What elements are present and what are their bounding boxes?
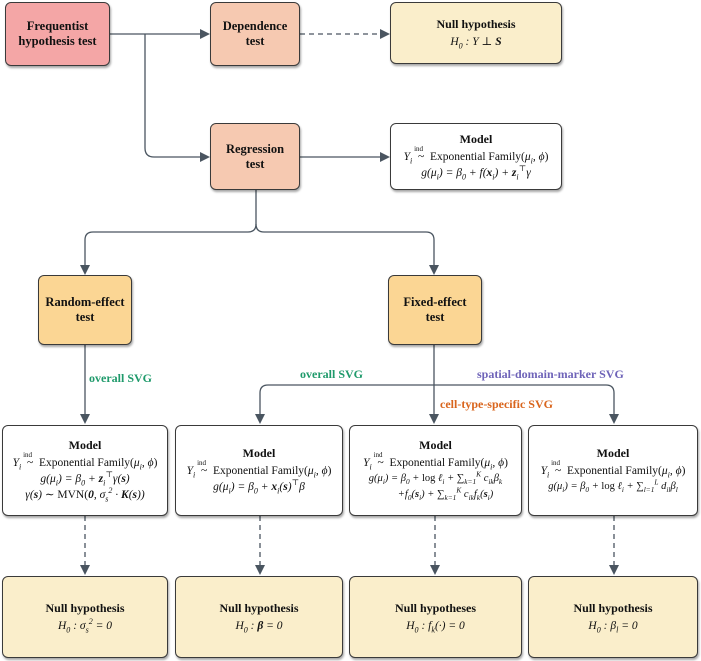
- edge-regression-split: [80, 190, 257, 275]
- regression-test-label: Regression test: [225, 141, 285, 171]
- model-random-overall-box: Model Yi ind~ Exponential Family(μi, ϕ) …: [2, 425, 168, 516]
- model-fixed-overall-title: Model: [242, 446, 276, 460]
- null-spatial-domain-title: Null hypothesis: [573, 600, 653, 615]
- null-spatial-domain-box: Null hypothesis H0 : βl = 0: [528, 576, 698, 658]
- model-cell-type-box: Model Yi ind~ Exponential Family(μi, ϕ) …: [349, 425, 522, 516]
- null-fixed-overall-formula: H0 : β = 0: [235, 619, 283, 634]
- null-cell-type-box: Null hypotheses H0 : fk(·) = 0: [349, 576, 522, 658]
- edge-label-cell-type-specific: cell-type-specific SVG: [440, 397, 553, 411]
- model-top-box: Model Yi ind~ Exponential Family(μi, ϕ) …: [390, 123, 562, 190]
- null-hypothesis-top-title: Null hypothesis: [436, 16, 516, 31]
- model-spatial-domain-line1: Yi ind~ Exponential Family(μi, ϕ): [540, 459, 686, 480]
- null-hypothesis-top-box: Null hypothesis H0 : Y ⊥ S: [390, 2, 562, 64]
- model-random-overall-title: Model: [68, 438, 102, 452]
- null-random-overall-formula: H0 : σs2 = 0: [57, 616, 113, 634]
- model-cell-type-line2: g(μi) = β0 + log ℓi + ∑k=1K cikβk: [368, 469, 503, 487]
- model-random-overall-line1: Yi ind~ Exponential Family(μi, ϕ): [12, 451, 158, 472]
- model-cell-type-line3: +f0(si) + ∑k=1K cikfk(si): [397, 485, 494, 503]
- model-spatial-domain-box: Model Yi ind~ Exponential Family(μi, ϕ) …: [528, 425, 698, 516]
- null-cell-type-formula: H0 : fk(·) = 0: [406, 619, 465, 634]
- null-hypothesis-top-formula: H0 : Y ⊥ S: [450, 35, 502, 50]
- edge-label-random-overall: overall SVG: [89, 371, 152, 385]
- model-fixed-overall-box: Model Yi ind~ Exponential Family(μi, ϕ) …: [175, 425, 343, 516]
- model-random-overall-line3: γ(s) ∼ MVN(0, σs2 · K(s)): [25, 486, 145, 504]
- fixed-effect-test-box: Fixed-effect test: [388, 275, 482, 345]
- null-cell-type-title: Null hypotheses: [394, 600, 477, 615]
- null-fixed-overall-box: Null hypothesis H0 : β = 0: [175, 576, 343, 658]
- random-effect-test-label: Random-effect test: [45, 295, 125, 324]
- model-top-title: Model: [459, 132, 493, 146]
- frequentist-test-label: Frequentist hypothesis test: [18, 19, 97, 48]
- model-cell-type-title: Model: [419, 438, 452, 452]
- edge-regression-fixed: [255, 223, 439, 275]
- fixed-effect-test-label: Fixed-effect test: [403, 295, 467, 324]
- edge-label-spatial-domain-marker: spatial-domain-marker SVG: [477, 367, 624, 381]
- model-top-line1: Yi ind~ Exponential Family(μi, ϕ): [403, 145, 549, 166]
- dependence-test-label: Dependence test: [222, 19, 288, 48]
- dependence-test-box: Dependence test: [210, 2, 300, 66]
- null-random-overall-box: Null hypothesis H0 : σs2 = 0: [2, 576, 168, 658]
- model-fixed-overall-line2: g(μi) = β0 + xi(s)⊤β: [213, 478, 305, 496]
- model-cell-type-line1: Yi ind~ Exponential Family(μi, ϕ): [363, 451, 508, 472]
- edge-frequentist-regression: [144, 34, 210, 162]
- edge-label-fixed-overall: overall SVG: [300, 367, 363, 381]
- edge-fixed-spatial: [434, 384, 619, 424]
- null-spatial-domain-formula: H0 : βl = 0: [588, 619, 638, 634]
- null-random-overall-title: Null hypothesis: [45, 600, 125, 615]
- regression-test-box: Regression test: [210, 123, 300, 190]
- model-spatial-domain-title: Model: [596, 446, 630, 460]
- random-effect-test-box: Random-effect test: [38, 275, 132, 345]
- null-fixed-overall-title: Null hypothesis: [219, 600, 299, 615]
- model-top-line2: g(μi) = β0 + f(xi) + zi⊤γ: [421, 164, 531, 182]
- frequentist-test-box: Frequentist hypothesis test: [5, 2, 110, 66]
- model-fixed-overall-line1: Yi ind~ Exponential Family(μi, ϕ): [186, 459, 332, 480]
- model-spatial-domain-line2: g(μi) = β0 + log ℓi + ∑l=1L dilβl: [548, 477, 678, 495]
- model-random-overall-line2: g(μi) = β0 + zi⊤γ(s): [40, 470, 130, 488]
- edge-fixed-overall: [255, 384, 434, 424]
